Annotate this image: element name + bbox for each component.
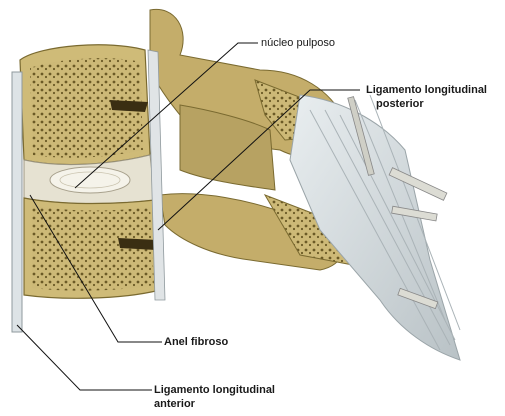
- anterior-longitudinal-ligament: [12, 72, 22, 332]
- nucleus-pulposus: [50, 167, 130, 193]
- label-nucleus-pulposus: núcleo pulposo: [261, 37, 335, 50]
- label-posterior-ligament-line2: posterior: [376, 98, 424, 111]
- label-posterior-ligament-line1: Ligamento longitudinal: [366, 84, 487, 97]
- label-annulus-fibrosus: Anel fibroso: [164, 336, 228, 349]
- upper-vertebral-body: [20, 45, 150, 165]
- lower-vertebral-body: [24, 198, 160, 298]
- label-anterior-ligament-line2: anterior: [154, 398, 195, 411]
- leader-anterior-ligament: [17, 325, 152, 390]
- label-anterior-ligament-line1: Ligamento longitudinal: [154, 384, 275, 397]
